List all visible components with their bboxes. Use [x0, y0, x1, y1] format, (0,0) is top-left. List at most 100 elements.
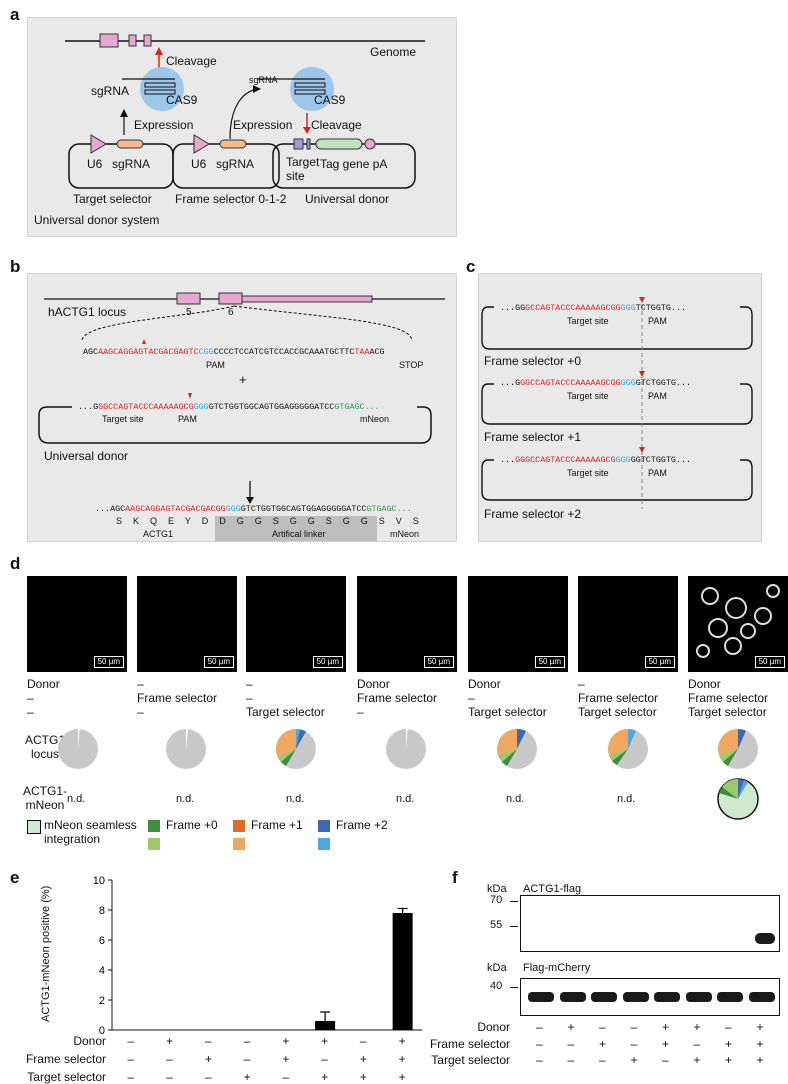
f-row-donor: Donor — [477, 1020, 510, 1034]
e-sign-0-0: – — [127, 1034, 135, 1048]
pie-6 — [608, 728, 648, 769]
e-sign-1-0: – — [127, 1052, 135, 1066]
e-sign-2-5: + — [321, 1070, 329, 1084]
seq3-b: AAGCAGGAGTACGACGA — [125, 504, 211, 514]
c-seq-2: ...GGGCCAGTACCCAAAAAGCGGGGGGTCTGGTG... — [500, 455, 691, 465]
seq1-d: CCCCTCCATCGTCCACCGCAAATGCTTC — [213, 347, 355, 357]
tag-gene-label: Tag gene pA — [320, 157, 388, 171]
c2-e: GGTCTGGTG... — [630, 455, 691, 465]
sgrna-label-3: sgRNA — [112, 157, 151, 171]
f-sign-1-2: + — [599, 1037, 607, 1051]
panel-label-c: c — [466, 257, 476, 276]
frame-selector-1-label: Frame selector +1 — [484, 430, 582, 444]
amino-acid-row: S K Q E Y D D G G S G G S G G S V S — [116, 516, 419, 526]
c0-b: GCCAGTACCCAAAAAGC — [525, 303, 611, 313]
pam-label-1: PAM — [206, 360, 225, 370]
f-sign-0-4: + — [662, 1020, 670, 1034]
micrograph-6: 50 µm — [578, 576, 678, 672]
blot-band-mcherry-5 — [654, 992, 680, 1002]
marker-40-tick — [510, 987, 518, 988]
u6-label-2: U6 — [191, 157, 207, 171]
seq1-c: CGG — [198, 347, 214, 357]
c-seq-1: ...GGGCCAGTACCCAAAAAGCGGGGGGTCTGGTG... — [500, 378, 691, 388]
f-sign-1-5: – — [693, 1037, 701, 1051]
f-sign-1-4: + — [662, 1037, 670, 1051]
kda-label-2: kDa — [487, 962, 507, 974]
pie-7 — [718, 728, 758, 769]
frame-selector-2-label: Frame selector +2 — [484, 507, 582, 521]
c2-a: ... — [500, 455, 516, 465]
seq1-f: ACG — [369, 347, 385, 357]
donor-sequence: ...GGGCCAGTACCCAAAAAGCGGGGGTCTGGTGGCAGTG… — [78, 402, 380, 412]
marker-55: 55 — [490, 919, 503, 931]
chart-ylabel: ACTG1-mNeon positive (%) — [40, 885, 52, 1022]
mneon-label-1: mNeon — [360, 414, 390, 424]
y-tick-label-5: 10 — [93, 875, 105, 887]
blot-band-mcherry-3 — [591, 992, 617, 1002]
panel-c-diagram — [481, 297, 753, 509]
hactg1-locus-label: hACTG1 locus — [48, 305, 127, 319]
condition-1: Donor – – — [27, 677, 60, 719]
blot-band-mcherry-8 — [748, 992, 775, 1002]
seq3-a: ...AGC — [95, 504, 126, 514]
e-sign-2-3: + — [243, 1070, 251, 1084]
system-label: Universal donor system — [34, 213, 160, 227]
marker-40: 40 — [490, 980, 503, 992]
c0-d: GGG — [620, 303, 636, 313]
genomic-sequence: AGCAAGCAGGAGTACGACGAGTCCGGCCCCTCCATCGTCC… — [83, 347, 385, 357]
micrograph-1: 50 µm — [27, 576, 127, 672]
f-sign-2-1: – — [567, 1053, 575, 1067]
c0-a: ...GG — [500, 303, 526, 313]
f-sign-2-4: – — [662, 1053, 669, 1067]
f-sign-2-5: + — [693, 1053, 701, 1067]
sgrna-label-1: sgRNA — [91, 84, 130, 98]
actg1-mneon-row-label: ACTG1- mNeon — [22, 784, 67, 812]
f-sign-1-0: – — [536, 1037, 543, 1051]
legend-frame2: Frame +2 — [336, 818, 388, 832]
c1-a: ...G — [500, 378, 521, 388]
marker-55-tick — [510, 926, 518, 927]
f-sign-0-1: + — [567, 1020, 575, 1034]
e-sign-1-3: – — [243, 1052, 251, 1066]
scale-bar-3: 50 µm — [312, 656, 343, 668]
blot-band-mcherry-6 — [685, 992, 712, 1002]
seq1-b: AAGCAGGAGTACGACGAGTC — [98, 347, 199, 357]
pie-5 — [497, 728, 537, 769]
seq2-c: GGG — [193, 402, 209, 412]
cleavage-label-1: Cleavage — [166, 54, 217, 68]
f-sign-1-3: – — [630, 1037, 638, 1051]
f-sign-2-6: + — [725, 1053, 733, 1067]
scale-bar-5: 50 µm — [534, 656, 565, 668]
legend-seamless: mNeon seamless integration — [44, 818, 137, 846]
blot-flag-mcherry — [520, 978, 780, 1016]
blot-band-mcherry-4 — [622, 992, 649, 1002]
exon6-label: 6 — [228, 307, 234, 318]
fluorescent-cells — [696, 584, 780, 658]
seq2-b: GGCCAGTACCCAAAAAGCG — [98, 402, 194, 412]
condition-4: Donor Frame selector – — [357, 677, 438, 719]
seq3-c: CGG — [210, 504, 226, 514]
micrograph-4: 50 µm — [357, 576, 457, 672]
f-sign-2-0: – — [536, 1053, 543, 1067]
blot-band-mcherry-7 — [717, 992, 743, 1002]
e-row-donor: Donor — [73, 1034, 106, 1048]
panel-a-diagram — [65, 33, 425, 189]
universal-donor-label-a: Universal donor — [305, 192, 390, 206]
nd-6: n.d. — [617, 793, 636, 805]
pie-2 — [166, 729, 206, 769]
legend-swatch-f1-dark — [233, 820, 245, 832]
micrograph-3: 50 µm — [246, 576, 346, 672]
e-sign-0-1: + — [166, 1034, 174, 1048]
mneon-label-2: mNeon — [390, 529, 420, 539]
e-sign-0-3: – — [243, 1034, 251, 1048]
e-sign-0-5: + — [321, 1034, 329, 1048]
f-sign-1-6: + — [725, 1037, 733, 1051]
condition-6: – Frame selector Target selector — [578, 677, 659, 719]
pie-1 — [58, 728, 98, 769]
cas9-label-1: CAS9 — [166, 93, 198, 107]
y-tick-label-3: 6 — [99, 935, 105, 947]
target-site-label-b: Target site — [102, 414, 144, 424]
seq3-f: GTGAGC... — [366, 504, 412, 514]
panel-a-box — [27, 17, 457, 237]
